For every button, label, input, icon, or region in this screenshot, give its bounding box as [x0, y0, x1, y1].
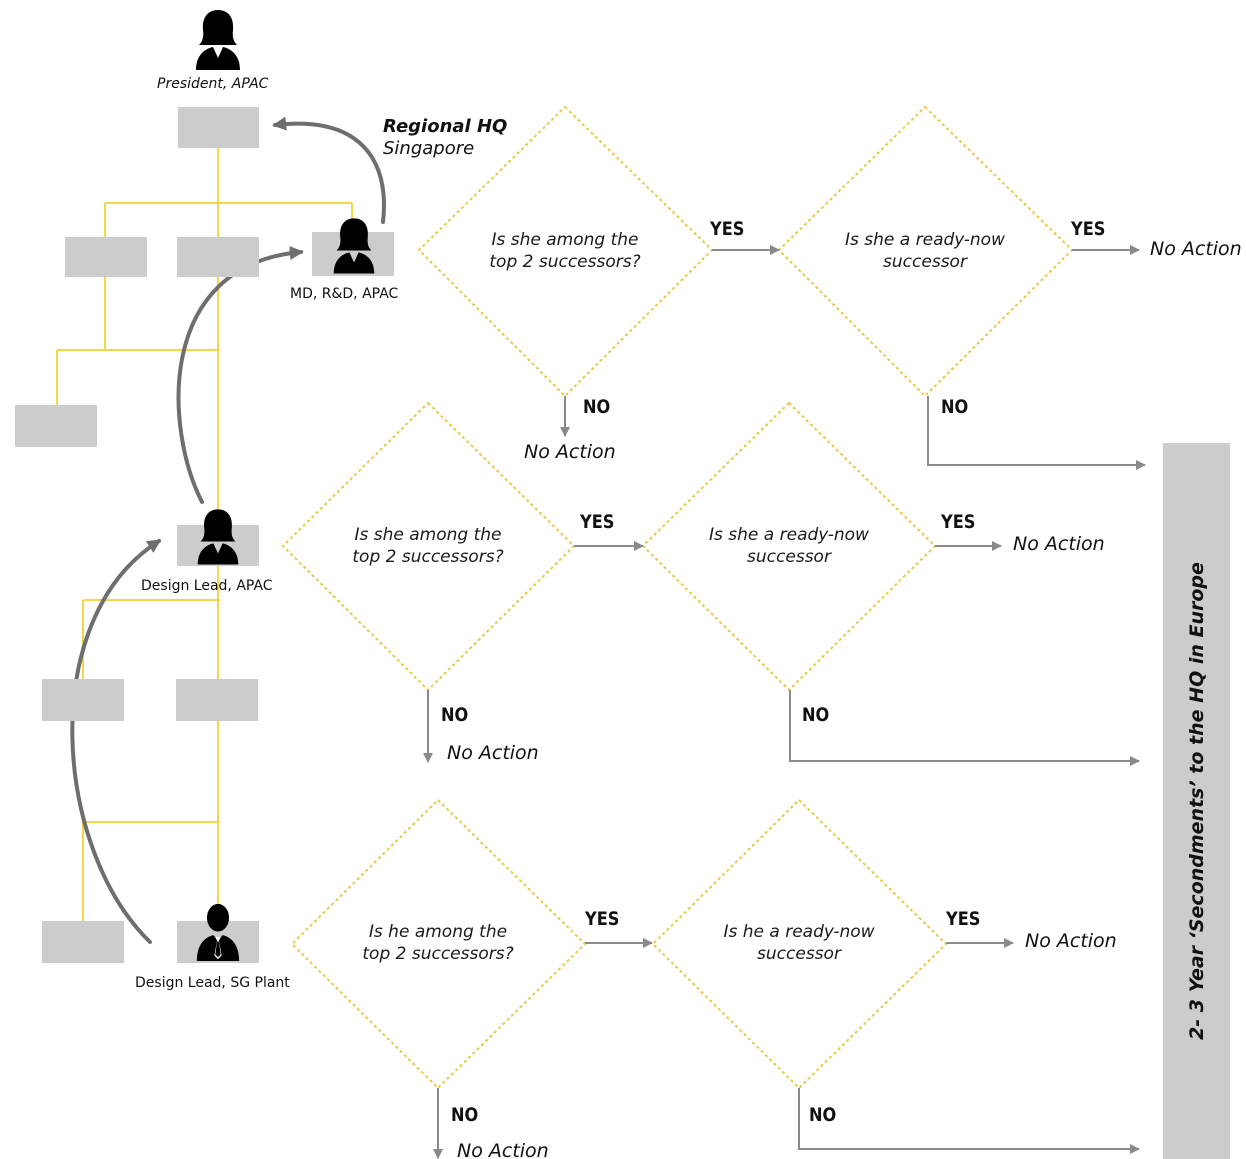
question-line: Is he among the — [368, 922, 508, 942]
no-action-label: No Action — [447, 742, 539, 764]
question-line: Is she among the — [354, 525, 502, 545]
yes-label: YES — [1071, 218, 1106, 240]
secondment-label: 2- 3 Year ‘Secondments’ to the HQ in Eur… — [1185, 562, 1208, 1040]
person-male-icon — [196, 903, 240, 961]
yes-label: YES — [580, 511, 615, 533]
role-label-president: President, APAC — [157, 76, 269, 92]
org-box — [42, 921, 124, 963]
no-label: NO — [451, 1104, 479, 1126]
promotion-arc — [176, 246, 304, 504]
no-label: NO — [441, 704, 469, 726]
regional-hq-location: Singapore — [383, 138, 475, 159]
question-line: Is she among the — [491, 230, 639, 250]
org-box — [15, 405, 97, 447]
promotion-arc — [272, 116, 386, 224]
yes-label: YES — [946, 908, 981, 930]
question-line: top 2 successors? — [352, 547, 504, 567]
question-ready-now: Is he a ready-now successor — [689, 921, 909, 965]
no-action-label: No Action — [457, 1140, 549, 1159]
yes-label: YES — [585, 908, 620, 930]
org-box — [177, 237, 259, 277]
no-action-label: No Action — [1150, 238, 1242, 260]
person-female-icon — [197, 509, 239, 565]
person-female-icon — [196, 10, 240, 70]
secondment-bar: 2- 3 Year ‘Secondments’ to the HQ in Eur… — [1163, 443, 1230, 1159]
flow-arrows — [423, 245, 1146, 1159]
no-action-label: No Action — [1025, 930, 1117, 952]
question-line: successor — [883, 252, 967, 272]
question-ready-now: Is she a ready-now successor — [679, 524, 899, 568]
org-box — [42, 679, 124, 721]
question-line: Is she a ready-now — [845, 230, 1005, 250]
org-box — [65, 237, 147, 277]
person-female-icon — [333, 218, 375, 274]
no-label: NO — [802, 704, 830, 726]
question-top-successors: Is she among the top 2 successors? — [318, 524, 538, 568]
no-arrow — [927, 396, 1146, 470]
question-line: Is he a ready-now — [723, 922, 875, 942]
yes-label: YES — [710, 218, 745, 240]
role-label-md: MD, R&D, APAC — [290, 286, 399, 302]
role-label-design-lead-apac: Design Lead, APAC — [141, 578, 273, 594]
no-label: NO — [941, 396, 969, 418]
no-action-label: No Action — [524, 441, 616, 463]
regional-hq-title: Regional HQ — [383, 116, 508, 137]
question-line: top 2 successors? — [489, 252, 641, 272]
president-box — [178, 107, 259, 148]
question-top-successors: Is she among the top 2 successors? — [455, 229, 675, 273]
question-line: top 2 successors? — [362, 944, 514, 964]
role-label-design-lead-sg: Design Lead, SG Plant — [135, 975, 290, 991]
question-line: successor — [757, 944, 841, 964]
question-top-successors: Is he among the top 2 successors? — [328, 921, 548, 965]
no-label: NO — [809, 1104, 837, 1126]
yes-label: YES — [941, 511, 976, 533]
no-label: NO — [583, 396, 611, 418]
promotion-arc — [70, 539, 162, 944]
question-line: Is she a ready-now — [709, 525, 869, 545]
no-arrow — [798, 1088, 1140, 1154]
org-box — [176, 679, 258, 721]
no-arrow — [789, 690, 1140, 766]
question-line: successor — [747, 547, 831, 567]
question-ready-now: Is she a ready-now successor — [815, 229, 1035, 273]
no-action-label: No Action — [1013, 533, 1105, 555]
